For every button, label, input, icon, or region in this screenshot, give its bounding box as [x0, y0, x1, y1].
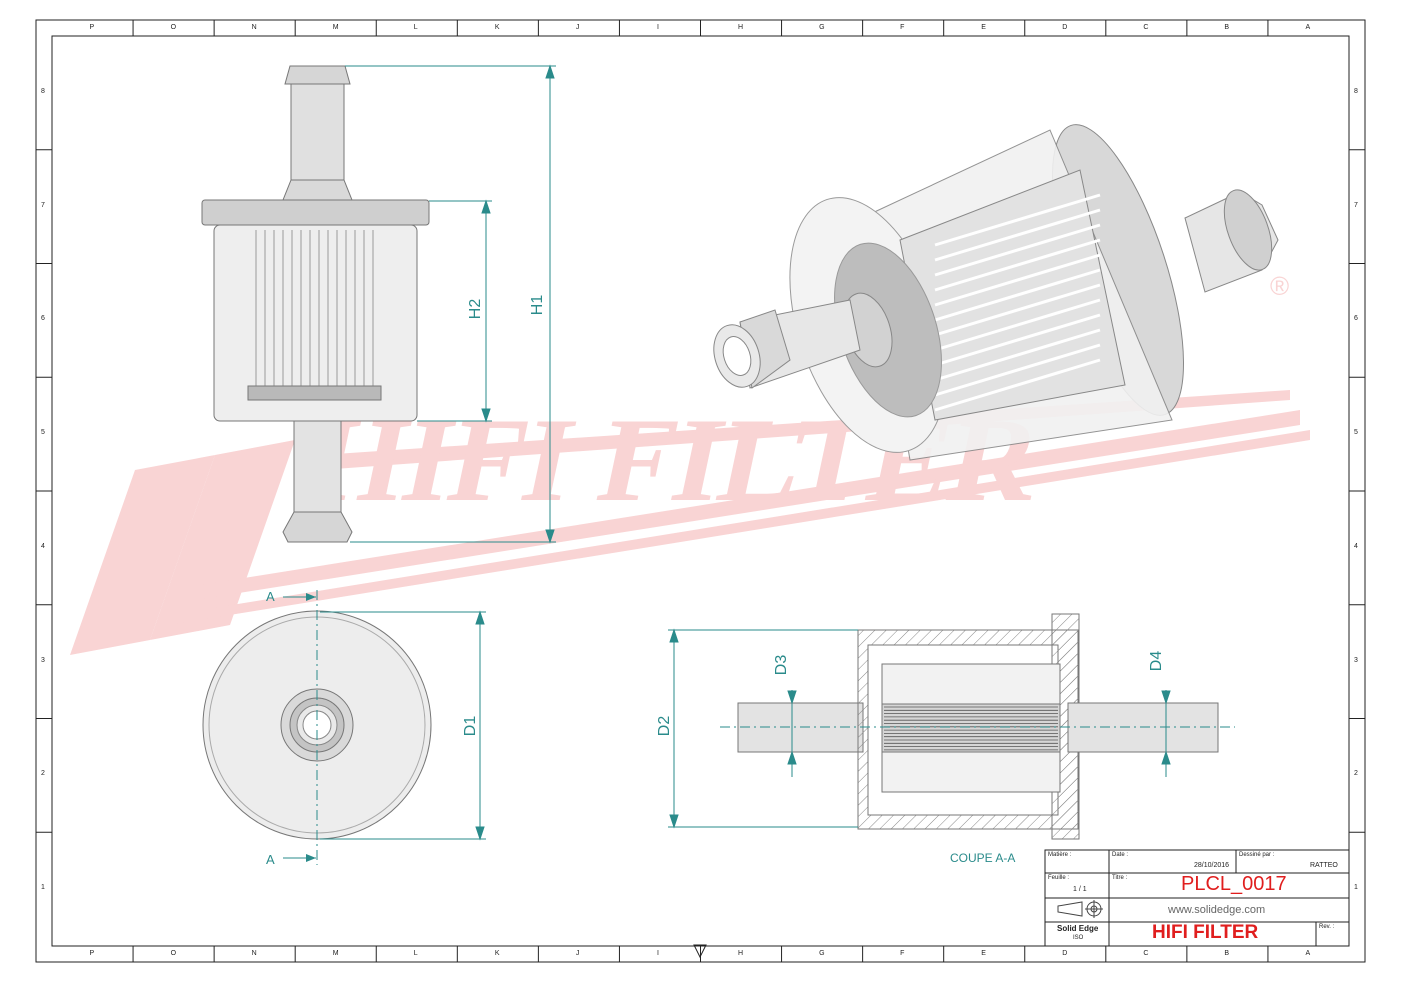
tb-dessine-label: Dessiné par :: [1239, 852, 1275, 858]
dim-h2: [417, 199, 492, 423]
label-d1: D1: [462, 715, 480, 737]
zone-label-right: 6: [1354, 315, 1358, 323]
center-mark: [693, 944, 707, 959]
iso-filter-pleats: [934, 193, 1101, 412]
title-block-frame: [1044, 849, 1350, 947]
registered-mark: ®: [1270, 271, 1289, 301]
section-marker-bottom: A: [266, 852, 275, 867]
zone-label-top: G: [819, 24, 825, 31]
tb-dessine-value: RATTEO: [1310, 862, 1338, 869]
zone-label-bottom: C: [1143, 950, 1149, 957]
section-pleats: [884, 706, 1058, 751]
isometric-view: [713, 124, 1279, 461]
tb-software: Solid Edge: [1057, 924, 1099, 933]
zone-label-top: B: [1224, 24, 1230, 31]
zone-label-bottom: F: [900, 950, 905, 957]
zone-label-top: P: [89, 24, 95, 31]
dim-d1: [320, 610, 486, 841]
projection-symbol: [1057, 900, 1103, 918]
tb-titre-label: Titre :: [1112, 875, 1128, 881]
zone-ticks: [36, 20, 1365, 962]
zone-label-top: C: [1143, 24, 1149, 31]
zone-label-left: 4: [41, 542, 45, 550]
zone-label-left: 3: [41, 656, 45, 664]
zone-label-right: 4: [1354, 542, 1358, 550]
zone-label-top: M: [332, 24, 339, 31]
section-view: [720, 613, 1235, 840]
dim-d2: [668, 628, 858, 829]
section-marker-top: A: [266, 589, 275, 604]
zone-label-right: 8: [1354, 87, 1358, 95]
label-d2: D2: [656, 715, 674, 737]
zone-label-top: K: [494, 24, 500, 31]
zone-label-bottom: J: [575, 950, 580, 957]
zone-label-left: 2: [41, 770, 45, 778]
zone-label-bottom: H: [738, 950, 744, 957]
dim-d3: [787, 690, 797, 777]
end-view: [202, 590, 432, 865]
label-d3: D3: [773, 654, 791, 676]
tb-titre-value: PLCL_0017: [1181, 873, 1287, 895]
tb-feuille-value: 1 / 1: [1073, 886, 1087, 893]
zone-label-right: 5: [1354, 429, 1358, 437]
zone-label-right: 2: [1354, 770, 1358, 778]
zone-label-bottom: G: [819, 950, 825, 957]
zone-label-right: 3: [1354, 656, 1358, 664]
zone-label-left: 5: [41, 429, 45, 437]
zone-label-top: L: [413, 24, 418, 31]
zone-label-top: H: [738, 24, 744, 31]
zone-label-bottom: I: [656, 950, 659, 957]
zone-label-top: A: [1305, 24, 1311, 31]
zone-label-top: O: [170, 24, 177, 31]
zone-label-bottom: N: [251, 950, 257, 957]
zone-label-right: 7: [1354, 201, 1358, 209]
tb-date-label: Date :: [1112, 852, 1129, 858]
tb-date-value: 28/10/2016: [1194, 862, 1230, 869]
tb-rev-label: Rev. :: [1319, 924, 1335, 930]
label-d4: D4: [1148, 650, 1166, 672]
front-view: [201, 65, 430, 543]
zone-label-left: 1: [41, 884, 45, 892]
zone-label-top: N: [251, 24, 257, 31]
zone-label-left: 7: [41, 201, 45, 209]
zone-label-bottom: O: [170, 950, 177, 957]
tb-company: HIFI FILTER: [1152, 922, 1259, 943]
zone-label-bottom: K: [494, 950, 500, 957]
tb-matiere-label: Matière :: [1048, 852, 1072, 858]
zone-label-bottom: P: [89, 950, 95, 957]
tb-software-sub: ISO: [1073, 935, 1084, 941]
zone-label-bottom: D: [1062, 950, 1068, 957]
zone-label-bottom: L: [413, 950, 418, 957]
section-caption: COUPE A-A: [950, 851, 1016, 865]
label-h2: H2: [467, 298, 485, 320]
label-h1: H1: [529, 294, 547, 316]
zone-label-left: 6: [41, 315, 45, 323]
zone-label-top: J: [575, 24, 580, 31]
zone-label-top: I: [656, 24, 659, 31]
zone-label-top: D: [1062, 24, 1068, 31]
zone-label-bottom: A: [1305, 950, 1311, 957]
zone-label-bottom: E: [981, 950, 986, 957]
zone-label-bottom: M: [332, 950, 339, 957]
tb-website: www.solidedge.com: [1168, 904, 1266, 916]
tb-feuille-label: Feuille :: [1048, 875, 1070, 881]
dim-d4: [1161, 690, 1171, 777]
zone-label-right: 1: [1354, 884, 1358, 892]
zone-label-top: E: [981, 24, 986, 31]
zone-label-bottom: B: [1224, 950, 1230, 957]
filter-pleats: [255, 230, 374, 386]
dim-h1: [345, 64, 556, 544]
zone-label-top: F: [900, 24, 905, 31]
zone-label-left: 8: [41, 87, 45, 95]
